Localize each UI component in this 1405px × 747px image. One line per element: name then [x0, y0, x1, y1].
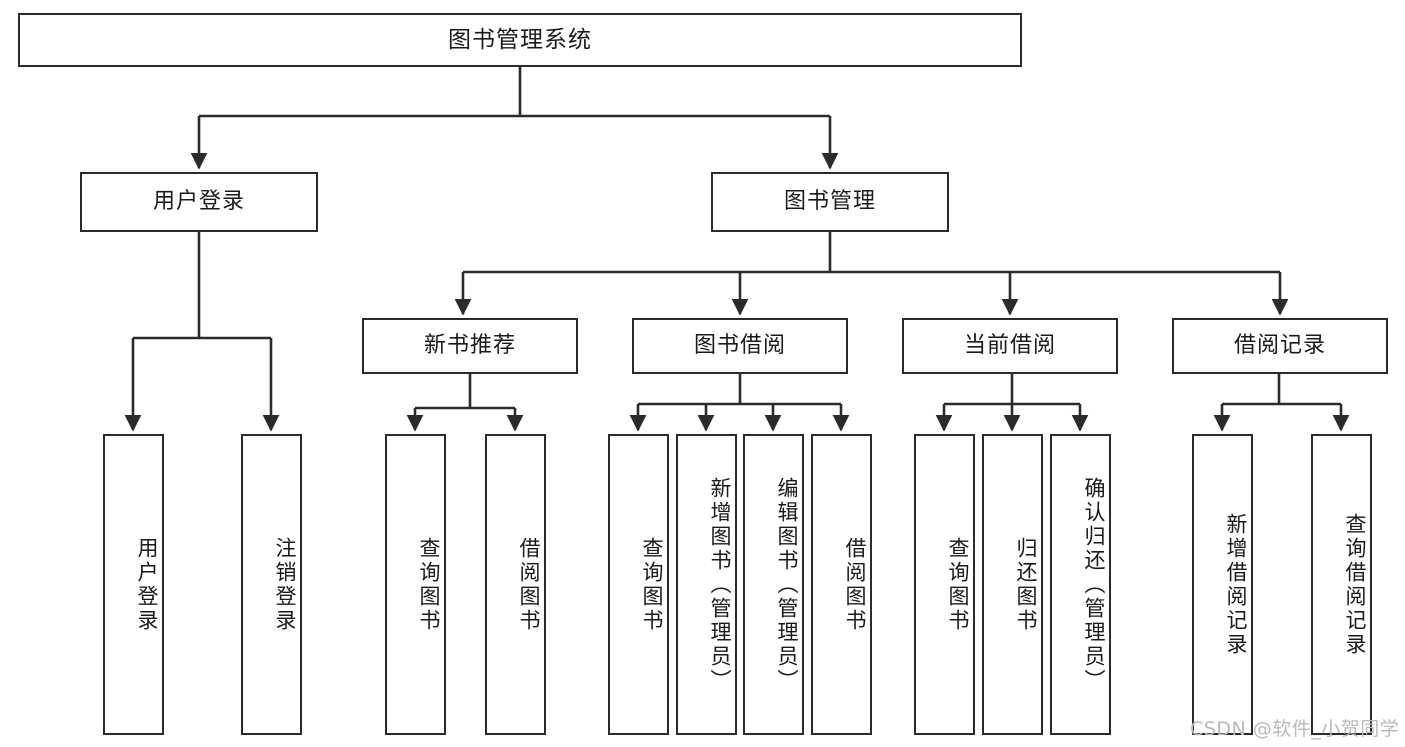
node-leaf-user-login[interactable]: 用户登录: [103, 434, 164, 735]
node-leaf-add-book-label: 新增图书（管理员）: [708, 476, 732, 693]
node-book-manage[interactable]: 图书管理: [711, 172, 949, 232]
node-leaf-return-book[interactable]: 归还图书: [982, 434, 1043, 735]
node-leaf-add-book[interactable]: 新增图书（管理员）: [676, 434, 737, 735]
node-leaf-query-book-2-label: 查询图书: [640, 536, 664, 633]
node-leaf-borrow-book-2[interactable]: 借阅图书: [811, 434, 872, 735]
node-leaf-query-record-label: 查询借阅记录: [1343, 512, 1367, 657]
node-leaf-borrow-book-1-label: 借阅图书: [517, 536, 541, 633]
node-book-manage-label: 图书管理: [783, 189, 876, 215]
node-leaf-query-book-1-label: 查询图书: [417, 536, 441, 633]
node-leaf-logout-login[interactable]: 注销登录: [241, 434, 302, 735]
node-user-login[interactable]: 用户登录: [80, 172, 318, 232]
node-leaf-borrow-book-1[interactable]: 借阅图书: [485, 434, 546, 735]
node-leaf-edit-book[interactable]: 编辑图书（管理员）: [743, 434, 804, 735]
node-leaf-query-record[interactable]: 查询借阅记录: [1311, 434, 1372, 735]
node-leaf-confirm-return-label: 确认归还（管理员）: [1082, 476, 1106, 693]
csdn-watermark: CSDN @软件_小贺同学: [1190, 718, 1400, 740]
node-root-label: 图书管理系统: [448, 26, 592, 53]
node-leaf-confirm-return[interactable]: 确认归还（管理员）: [1050, 434, 1111, 735]
node-leaf-borrow-book-2-label: 借阅图书: [843, 536, 867, 633]
node-root[interactable]: 图书管理系统: [18, 13, 1022, 67]
node-new-book-recommend[interactable]: 新书推荐: [362, 318, 578, 374]
node-borrow-record[interactable]: 借阅记录: [1172, 318, 1388, 374]
node-leaf-add-record-label: 新增借阅记录: [1224, 512, 1248, 657]
node-leaf-query-book-2[interactable]: 查询图书: [608, 434, 669, 735]
node-leaf-query-book-3-label: 查询图书: [946, 536, 970, 633]
node-leaf-return-book-label: 归还图书: [1014, 536, 1038, 633]
node-leaf-query-book-3[interactable]: 查询图书: [914, 434, 975, 735]
node-new-book-recommend-label: 新书推荐: [423, 333, 516, 359]
node-leaf-edit-book-label: 编辑图书（管理员）: [775, 476, 799, 693]
node-book-borrow-label: 图书借阅: [693, 333, 786, 359]
node-borrow-record-label: 借阅记录: [1233, 333, 1326, 359]
node-current-borrow-label: 当前借阅: [963, 333, 1056, 359]
node-leaf-add-record[interactable]: 新增借阅记录: [1192, 434, 1253, 735]
node-leaf-logout-login-label: 注销登录: [273, 536, 297, 633]
node-current-borrow[interactable]: 当前借阅: [902, 318, 1118, 374]
node-book-borrow[interactable]: 图书借阅: [632, 318, 848, 374]
node-leaf-user-login-label: 用户登录: [135, 536, 159, 633]
node-user-login-label: 用户登录: [152, 189, 245, 215]
node-leaf-query-book-1[interactable]: 查询图书: [385, 434, 446, 735]
